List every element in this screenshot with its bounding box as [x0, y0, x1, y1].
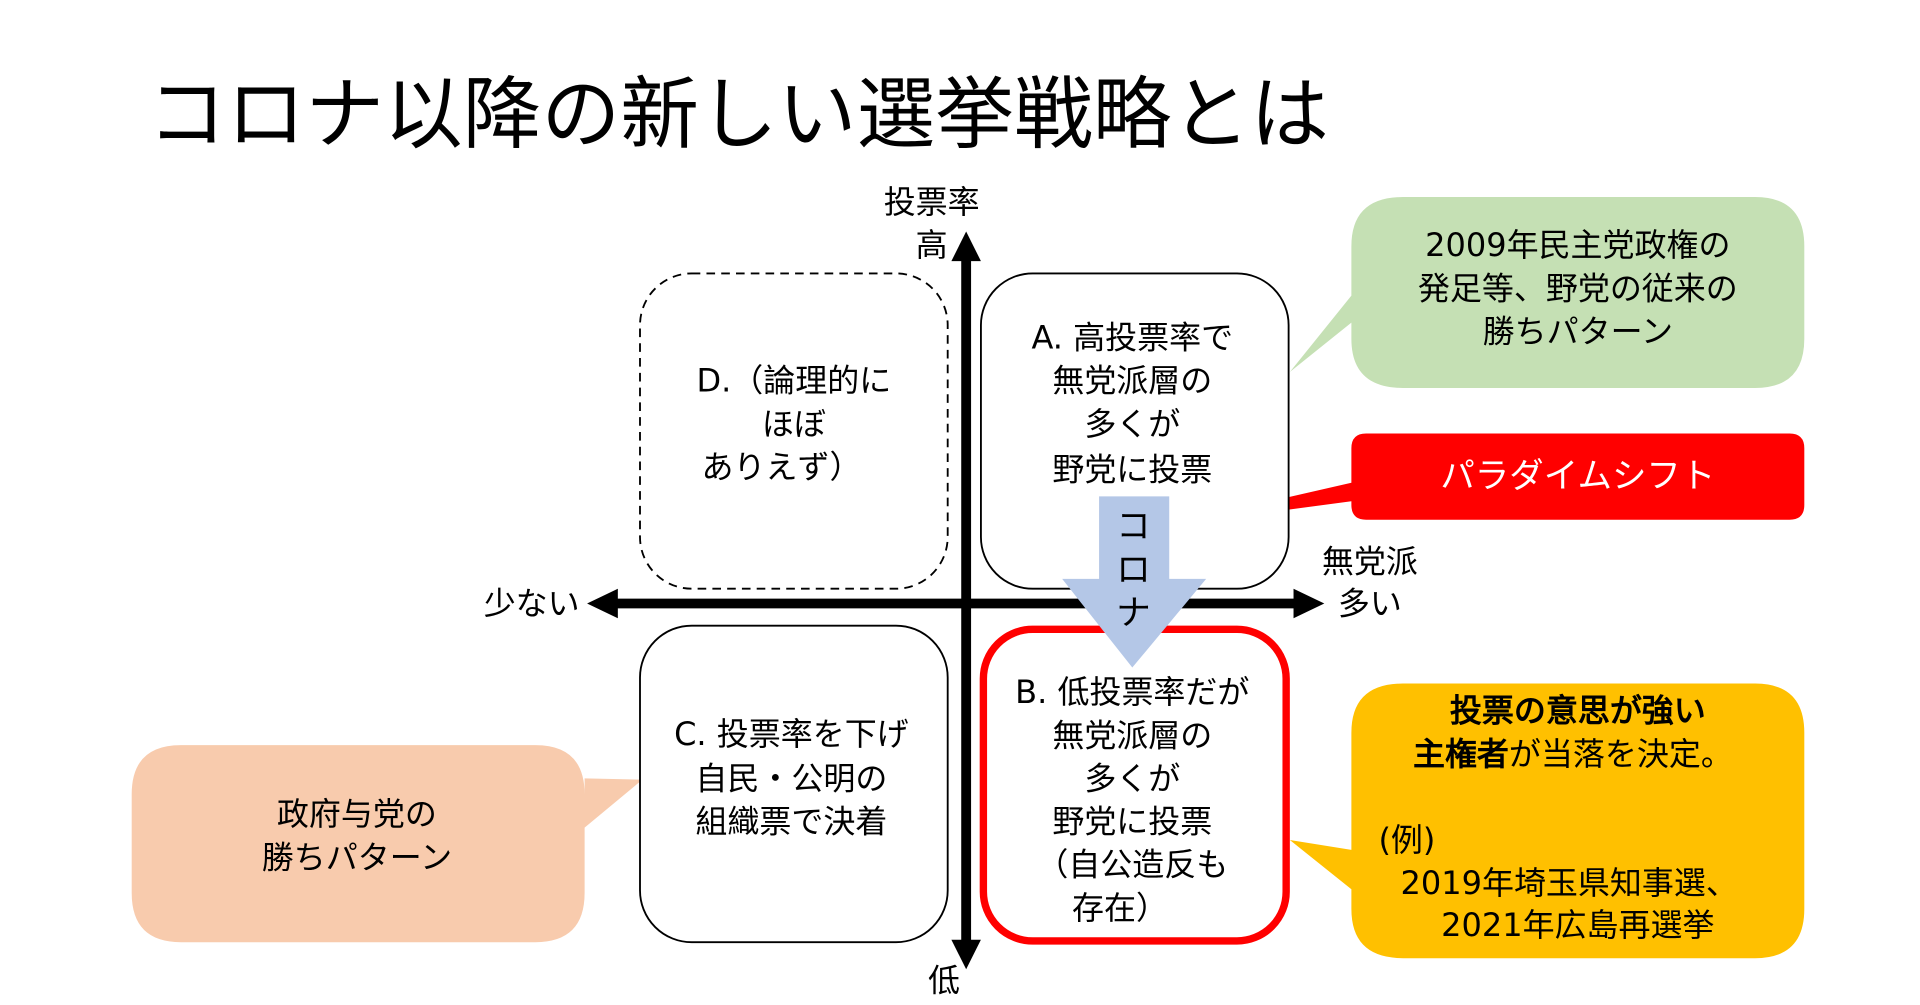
quadrant-d: D.（論理的に ほぼ ありえず）	[639, 272, 949, 590]
quadrant-a: A. 高投票率で 無党派層の 多くが 野党に投票	[980, 272, 1290, 590]
y-axis-label: 投票率	[884, 183, 980, 221]
axes: 投票率 高 低 少ない 無党派 多い	[484, 183, 1418, 999]
quadrant-d-line: ほぼ	[762, 405, 826, 443]
quadrant-d-line: ありえず）	[702, 448, 862, 486]
quadrant-b: B. 低投票率だが 無党派層の 多くが 野党に投票 （自公造反も 存在）	[979, 625, 1290, 945]
arrow-up-icon	[951, 231, 981, 262]
page-title: コロナ以降の新しい選挙戦略とは	[148, 69, 1329, 161]
quadrant-a-line: A. 高投票率で	[1031, 319, 1233, 357]
arrow-left-icon	[587, 588, 618, 619]
quadrant-b-line: 無党派層の	[1052, 716, 1212, 754]
quadrant-d-line: D.（論理的に	[696, 362, 891, 400]
y-low-label: 低	[928, 961, 960, 999]
quadrant-c-line: C. 投票率を下げ	[674, 715, 909, 753]
x-right-label-2: 多い	[1338, 585, 1402, 623]
example-2: 2021年広島再選挙	[1441, 906, 1714, 944]
callout-green-line: 勝ちパターン	[1483, 312, 1673, 350]
sovereign-bold: 主権者	[1413, 735, 1509, 773]
callout-peach-line: 勝ちパターン	[262, 838, 452, 876]
callout-orange-line: 主権者が当落を決定。	[1413, 735, 1733, 773]
arrow-right-icon	[1293, 588, 1325, 619]
example-label: (例)	[1378, 821, 1435, 859]
arrow-down-icon	[951, 939, 981, 970]
callout-orange-line: 投票の意思が強い	[1450, 692, 1706, 730]
quadrant-b-line: （自公造反も	[1036, 846, 1228, 884]
callout-green: 2009年民主党政権の 発足等、野党の従来の 勝ちパターン	[1289, 197, 1805, 388]
corona-char: ロ	[1116, 550, 1150, 590]
corona-char: コ	[1116, 507, 1150, 547]
y-high-label: 高	[916, 226, 948, 264]
quadrant-a-line: 多くが	[1084, 405, 1180, 443]
callout-peach: 政府与党の 勝ちパターン	[131, 745, 643, 943]
example-1: 2019年埼玉県知事選、	[1401, 864, 1738, 902]
quadrant-b-line: 存在）	[1072, 889, 1168, 927]
callout-orange: 投票の意思が強い 主権者が当落を決定。 (例) 2019年埼玉県知事選、 202…	[1289, 683, 1805, 959]
quadrant-c: C. 投票率を下げ 自民・公明の 組織票で決着	[639, 624, 949, 944]
quadrant-a-line: 無党派層の	[1052, 362, 1212, 400]
quadrant-c-line: 組織票で決着	[695, 803, 887, 841]
x-left-label: 少ない	[484, 585, 580, 623]
x-right-label: 無党派	[1322, 543, 1418, 581]
corona-arrow: コ ロ ナ	[1062, 496, 1207, 668]
quadrant-a-line: 野党に投票	[1052, 450, 1212, 488]
decides-text: が当落を決定。	[1509, 735, 1733, 773]
arrow-down-big-icon	[1062, 496, 1207, 668]
callout-green-line: 2009年民主党政権の	[1425, 226, 1730, 264]
paradigm-shift-label: パラダイムシフト	[1440, 457, 1715, 497]
callout-peach-line: 政府与党の	[277, 795, 437, 833]
callout-red: パラダイムシフト	[1156, 433, 1805, 528]
quadrant-b-line: 野党に投票	[1052, 803, 1212, 841]
corona-char: ナ	[1116, 593, 1150, 633]
quadrant-b-line: 多くが	[1084, 759, 1180, 797]
quadrant-c-line: 自民・公明の	[695, 759, 887, 797]
callout-green-line: 発足等、野党の従来の	[1418, 269, 1738, 307]
quadrant-b-line: B. 低投票率だが	[1015, 673, 1249, 711]
